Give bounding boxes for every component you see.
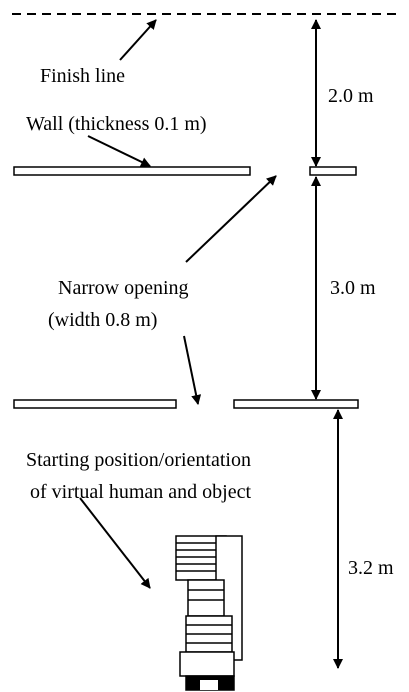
narrow-opening-label: Narrow opening — [58, 277, 189, 299]
lower-wall-right — [233, 399, 359, 409]
starting-position-label: Starting position/orientation — [26, 449, 251, 471]
leader-arrow-wall — [87, 135, 151, 167]
dimension-label-wall-to-wall: 3.0 m — [330, 277, 376, 299]
upper-wall-right — [309, 166, 357, 176]
virtual-human-and-object-figure — [175, 535, 243, 691]
narrow-opening-width-label: (width 0.8 m) — [48, 309, 157, 331]
wall-label: Wall (thickness 0.1 m) — [26, 113, 207, 135]
leader-arrow-finish-line — [119, 19, 157, 61]
leader-arrow-opening-lower — [183, 335, 202, 405]
finish-line-label: Finish line — [40, 65, 125, 87]
upper-wall-left — [13, 166, 251, 176]
leader-arrow-opening-upper — [185, 175, 277, 263]
dimension-label-finish-to-wall: 2.0 m — [328, 85, 374, 107]
starting-position-label-line2: of virtual human and object — [30, 481, 251, 503]
lower-wall-left — [13, 399, 177, 409]
leader-arrow-start — [79, 497, 151, 589]
dimension-label-wall-to-start: 3.2 m — [348, 557, 394, 579]
